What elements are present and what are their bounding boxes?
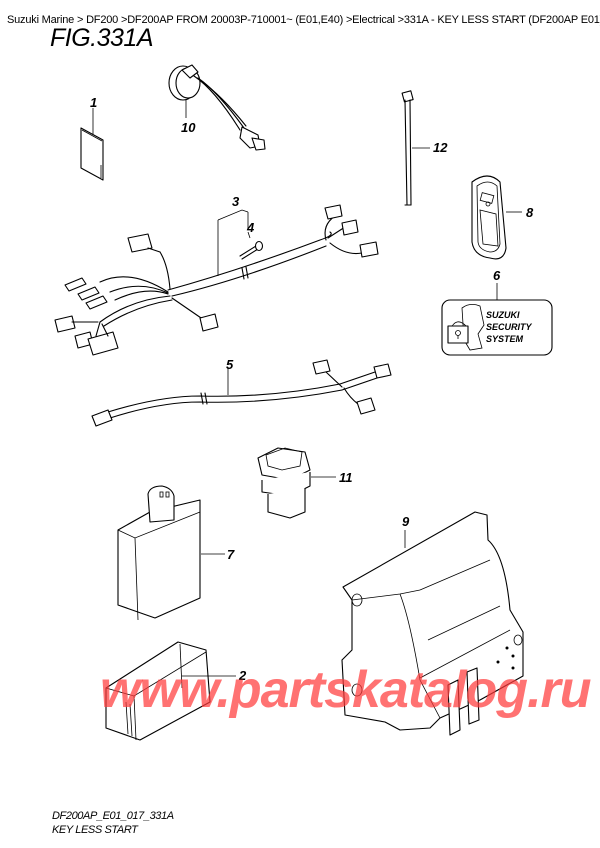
callout-2[interactable]: 2 [239, 668, 247, 683]
breadcrumb-separator: > [120, 14, 128, 26]
callout-4[interactable]: 4 [247, 220, 255, 235]
part-3-main-wire-harness[interactable] [54, 204, 379, 356]
callout-6[interactable]: 6 [493, 268, 501, 283]
breadcrumb-df200ap[interactable]: DF200AP FROM 20003P-710001~ (E01,E40) [127, 14, 344, 26]
breadcrumb-separator: > [397, 14, 404, 26]
figure-title: FIG.331A [50, 24, 154, 52]
breadcrumb: Suzuki Marine > DF200 >DF200AP FROM 2000… [7, 14, 600, 26]
part-10-antenna-switch[interactable] [168, 64, 266, 151]
part-12-cable-tie[interactable] [401, 90, 430, 206]
callout-1[interactable]: 1 [90, 95, 98, 110]
security-label-line-3: SYSTEM [486, 334, 524, 344]
figure-code: DF200AP_E01_017_331A [52, 810, 174, 822]
part-1-label-card[interactable] [80, 108, 104, 181]
figure-description: KEY LESS START [52, 824, 138, 836]
breadcrumb-suzuki-marine[interactable]: Suzuki Marine [7, 14, 75, 26]
breadcrumb-electrical[interactable]: Electrical [352, 14, 395, 26]
watermark: www.partskatalog.ru [100, 661, 592, 719]
breadcrumb-separator: > [345, 14, 353, 26]
part-9-module-bracket[interactable] [341, 511, 524, 736]
part-5-extension-harness[interactable] [91, 359, 392, 427]
callout-8[interactable]: 8 [526, 205, 534, 220]
callout-11[interactable]: 11 [339, 470, 353, 485]
part-4-bolt[interactable] [239, 231, 264, 260]
callout-3[interactable]: 3 [232, 194, 240, 209]
callout-5[interactable]: 5 [226, 357, 234, 372]
part-8-key-fob[interactable] [471, 175, 522, 260]
part-11-relay[interactable] [257, 447, 336, 519]
security-label-line-2: SECURITY [486, 322, 533, 332]
part-6-security-label[interactable]: SUZUKI SECURITY SYSTEM [441, 283, 553, 356]
callout-9[interactable]: 9 [402, 514, 410, 529]
part-2-holder-case[interactable] [105, 641, 236, 741]
callout-7[interactable]: 7 [227, 547, 235, 562]
callout-10[interactable]: 10 [181, 120, 196, 135]
breadcrumb-df200[interactable]: DF200 [86, 14, 119, 26]
breadcrumb-separator: > [76, 14, 84, 26]
security-label-line-1: SUZUKI [486, 310, 520, 320]
callout-12[interactable]: 12 [433, 140, 448, 155]
breadcrumb-current-page[interactable]: 331A - KEY LESS START (DF200AP E01) [403, 14, 600, 26]
part-7-control-module[interactable] [117, 485, 225, 621]
